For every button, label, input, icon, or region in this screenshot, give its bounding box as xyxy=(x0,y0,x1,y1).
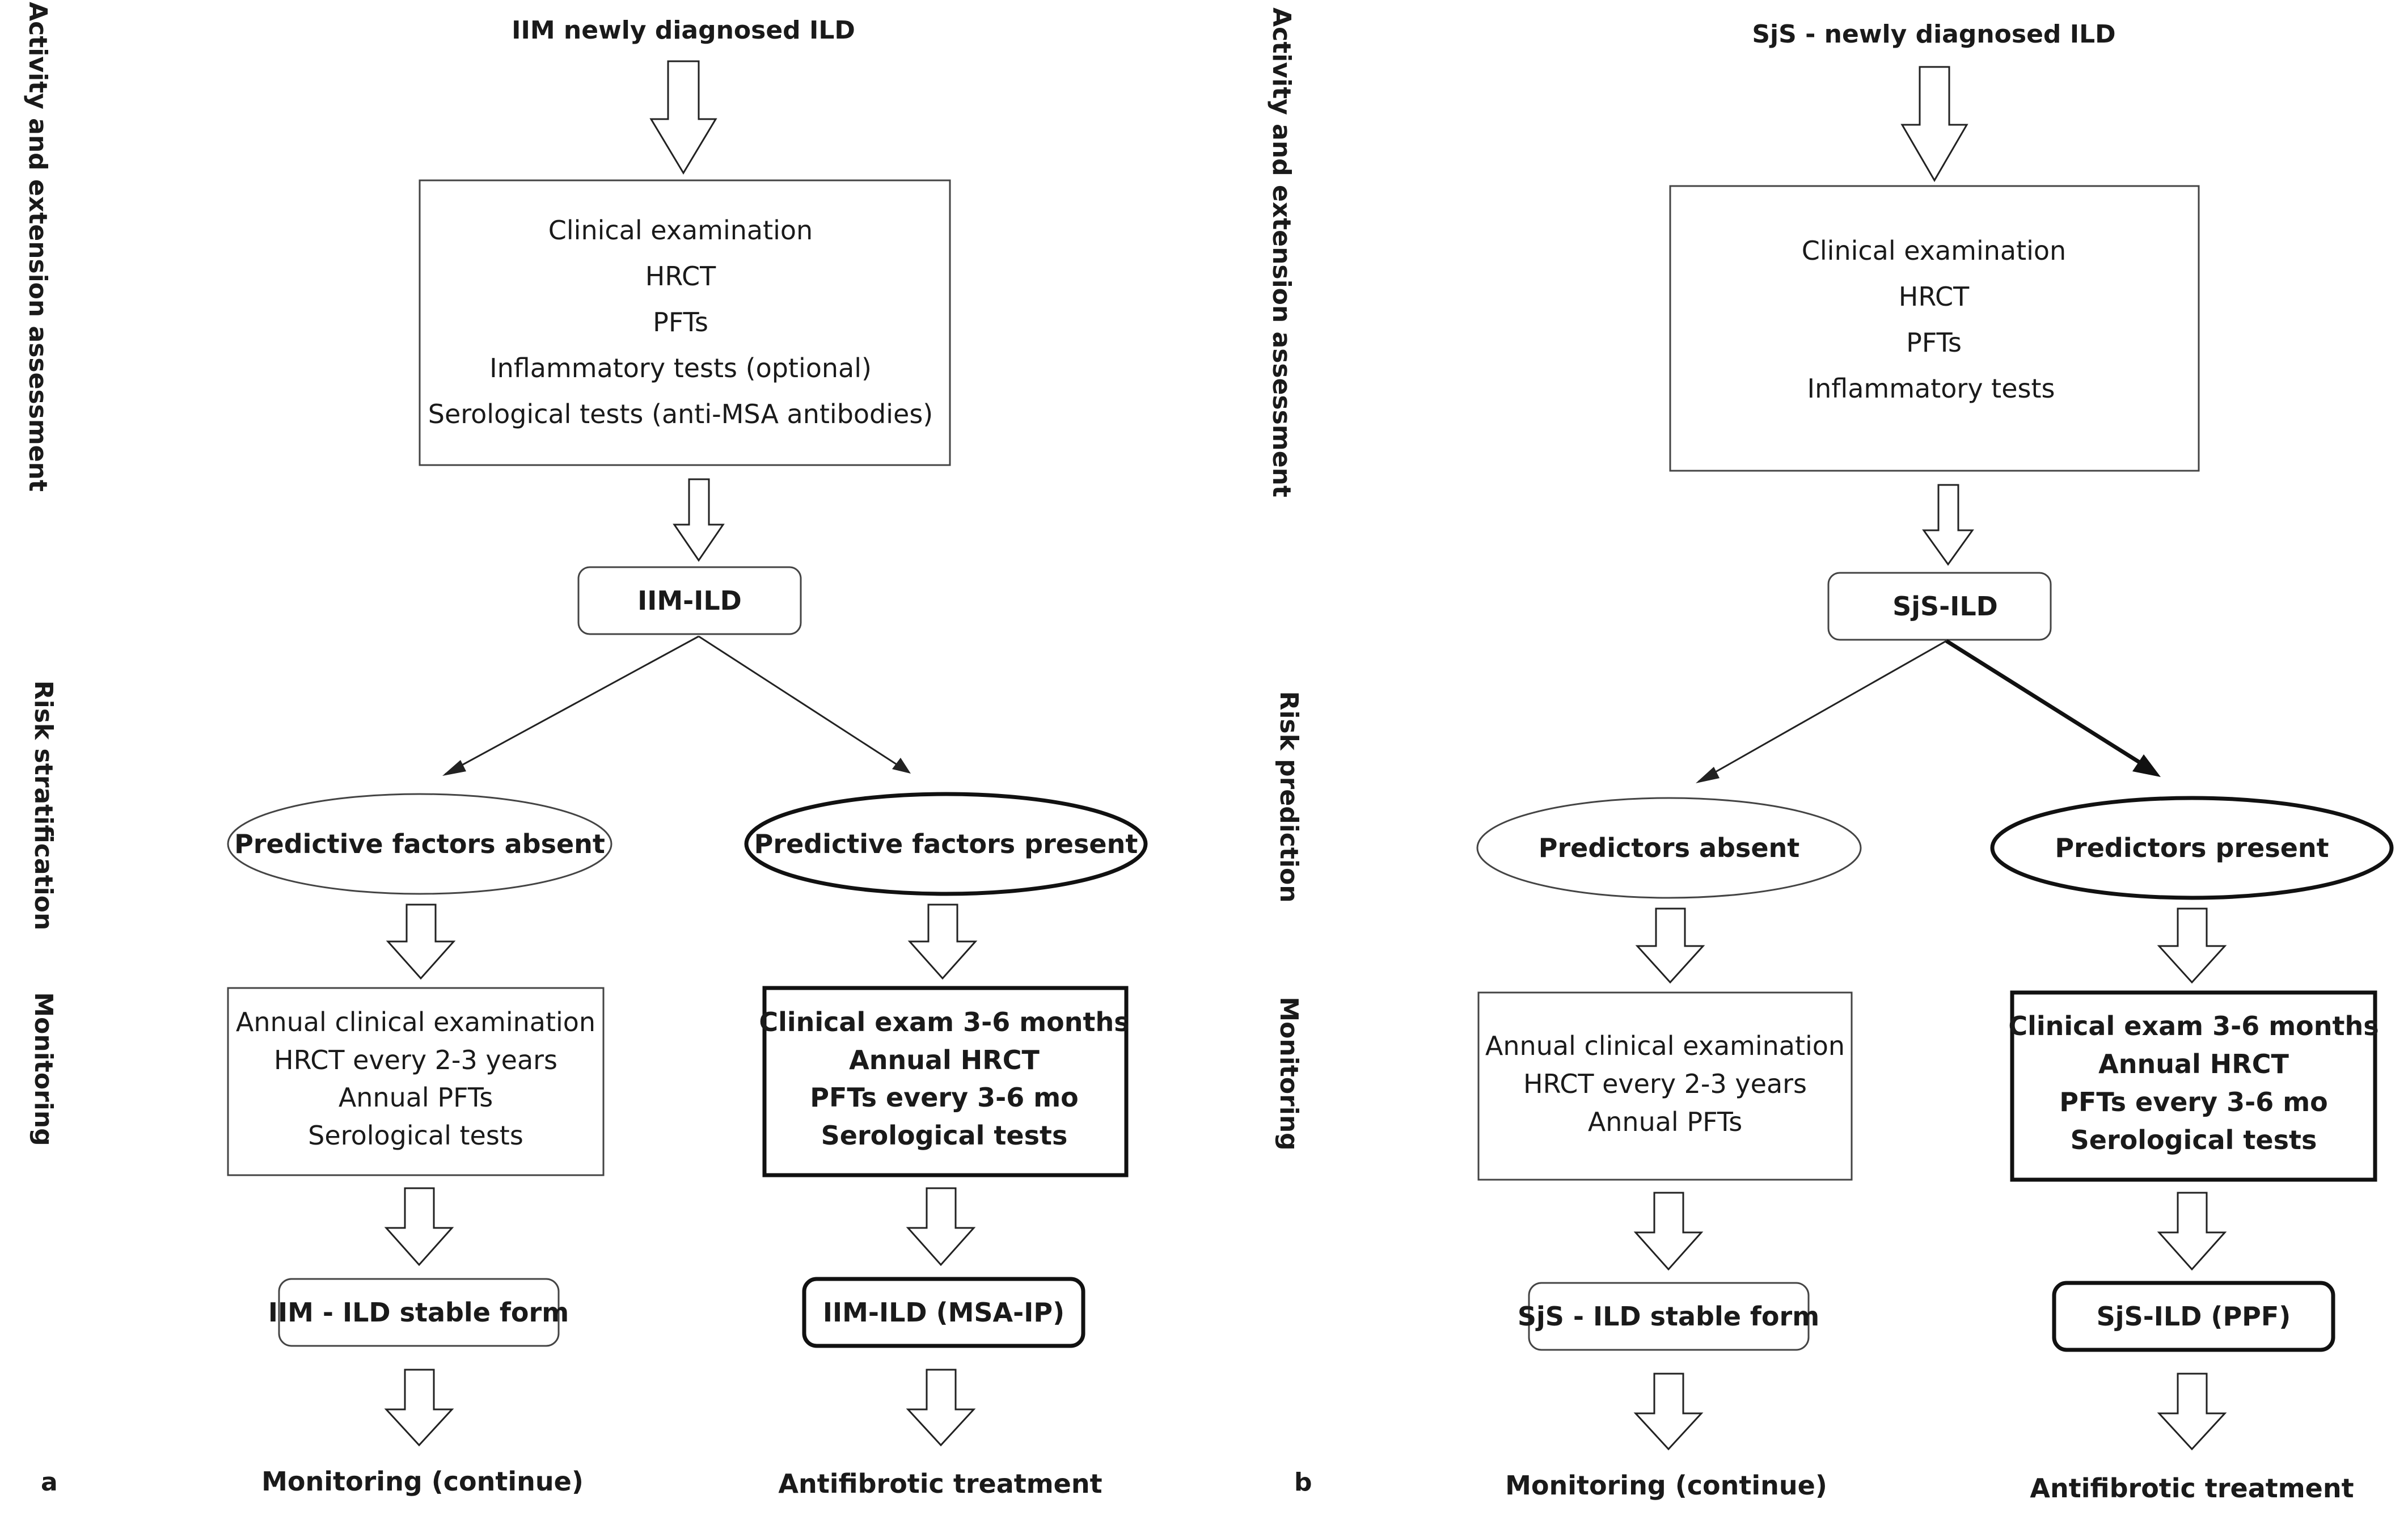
absent-ellipse xyxy=(1476,797,1862,899)
arrowhead-icon xyxy=(892,758,911,774)
side-label-monitoring: Monitoring xyxy=(1274,997,1303,1150)
outcome-label-present: IIM-ILD (MSA-IP) xyxy=(823,1297,1064,1328)
arrow-down-icon xyxy=(907,903,978,980)
panel-b: Activity and extension assessment Risk p… xyxy=(1267,7,2394,1504)
diagnosis-box xyxy=(1827,572,2052,641)
present-label: Predictive factors present xyxy=(754,829,1138,859)
side-label-monitoring: Monitoring xyxy=(29,992,58,1146)
monitoring-line: Annual clinical examination xyxy=(236,1007,595,1037)
assessment-line: Clinical examination xyxy=(548,215,813,246)
arrow-down-icon xyxy=(2157,907,2227,984)
panel-title: IIM newly diagnosed ILD xyxy=(512,16,855,45)
monitoring-line: PFTs every 3-6 mo xyxy=(810,1082,1079,1113)
arrow-down-icon xyxy=(2157,1373,2227,1451)
diagnosis-label: SjS-ILD xyxy=(1892,591,1998,622)
outcome-box-absent xyxy=(1528,1282,1810,1351)
arrow-down-icon xyxy=(384,1369,454,1447)
arrowhead-icon xyxy=(442,760,466,776)
monitoring-box-present xyxy=(762,986,1129,1177)
branch-line-absent xyxy=(445,635,699,775)
present-label: Predictors present xyxy=(2055,833,2329,863)
outcome-box-absent xyxy=(278,1278,560,1347)
monitoring-line: Annual PFTs xyxy=(1588,1107,1742,1137)
assessment-line: HRCT xyxy=(645,261,716,292)
arrow-down-icon xyxy=(673,478,725,562)
monitoring-line: HRCT every 2-3 years xyxy=(1523,1069,1807,1099)
final-label-present: Antifibrotic treatment xyxy=(778,1468,1102,1499)
monitoring-line: Serological tests xyxy=(308,1120,523,1151)
panel-letter: b xyxy=(1294,1468,1312,1497)
monitoring-line: Annual HRCT xyxy=(2098,1049,2289,1079)
final-label-absent: Monitoring (continue) xyxy=(261,1466,584,1497)
monitoring-box-present xyxy=(2010,990,2377,1182)
side-label-risk: Risk prediction xyxy=(1274,691,1303,902)
assessment-box xyxy=(419,179,951,466)
arrow-down-icon xyxy=(2157,1192,2227,1271)
arrow-down-icon xyxy=(1633,1373,1704,1451)
assessment-line: HRCT xyxy=(1899,281,1970,312)
present-ellipse xyxy=(744,792,1148,896)
arrowhead-icon xyxy=(1696,767,1720,783)
final-label-absent: Monitoring (continue) xyxy=(1505,1470,1827,1501)
panel-letter: a xyxy=(41,1468,58,1497)
final-label-present: Antifibrotic treatment xyxy=(2030,1473,2354,1504)
arrow-down-icon xyxy=(386,903,456,980)
monitoring-box-absent xyxy=(1477,991,1853,1181)
outcome-label-absent: IIM - ILD stable form xyxy=(268,1297,569,1328)
monitoring-line: PFTs every 3-6 mo xyxy=(2059,1087,2328,1117)
arrow-down-icon xyxy=(649,60,717,175)
assessment-box xyxy=(1669,185,2200,472)
side-label-assessment: Activity and extension assessment xyxy=(1267,7,1296,497)
branch-line-absent xyxy=(1698,640,1947,783)
outcome-label-present: SjS-ILD (PPF) xyxy=(2097,1301,2291,1332)
monitoring-line: Serological tests xyxy=(821,1120,1068,1151)
assessment-line: PFTs xyxy=(1906,327,1962,358)
absent-label: Predictive factors absent xyxy=(234,829,605,859)
arrow-down-icon xyxy=(1922,484,1974,566)
monitoring-line: Serological tests xyxy=(2071,1125,2317,1155)
monitoring-line: Annual HRCT xyxy=(849,1045,1040,1075)
arrow-down-icon xyxy=(384,1187,454,1266)
present-ellipse xyxy=(1990,796,2394,900)
outcome-label-absent: SjS - ILD stable form xyxy=(1518,1301,1819,1332)
diagnosis-box xyxy=(577,566,802,635)
monitoring-line: HRCT every 2-3 years xyxy=(274,1045,557,1075)
side-label-risk: Risk stratification xyxy=(29,681,58,931)
assessment-line: PFTs xyxy=(653,307,708,337)
outcome-box-present xyxy=(2052,1281,2335,1352)
monitoring-box-absent xyxy=(227,987,605,1176)
assessment-line: Serological tests (anti-MSA antibodies) xyxy=(428,399,933,429)
monitoring-line: Clinical exam 3-6 months xyxy=(2008,1011,2379,1041)
panel-title: SjS - newly diagnosed ILD xyxy=(1752,20,2115,49)
panel-a: Activity and extension assessment Risk s… xyxy=(23,2,1148,1499)
absent-ellipse xyxy=(227,793,612,895)
monitoring-line: Clinical exam 3-6 months xyxy=(759,1007,1129,1037)
arrow-down-icon xyxy=(1900,66,1968,182)
assessment-line: Inflammatory tests xyxy=(1807,373,2055,404)
diagnosis-label: IIM-ILD xyxy=(637,585,742,616)
arrow-down-icon xyxy=(1633,1192,1704,1271)
absent-label: Predictors absent xyxy=(1539,833,1800,863)
assessment-line: Clinical examination xyxy=(1802,235,2066,266)
monitoring-line: Annual PFTs xyxy=(339,1082,493,1113)
branch-line-present xyxy=(1945,639,2151,770)
arrow-down-icon xyxy=(1635,907,1705,984)
assessment-line: Inflammatory tests (optional) xyxy=(489,353,872,383)
side-label-assessment: Activity and extension assessment xyxy=(23,2,52,492)
arrow-down-icon xyxy=(906,1187,976,1266)
arrow-down-icon xyxy=(906,1369,976,1447)
branch-line-present xyxy=(698,635,908,772)
arrowhead-icon xyxy=(2132,754,2161,777)
outcome-box-present xyxy=(802,1277,1085,1348)
monitoring-line: Annual clinical examination xyxy=(1485,1031,1845,1061)
